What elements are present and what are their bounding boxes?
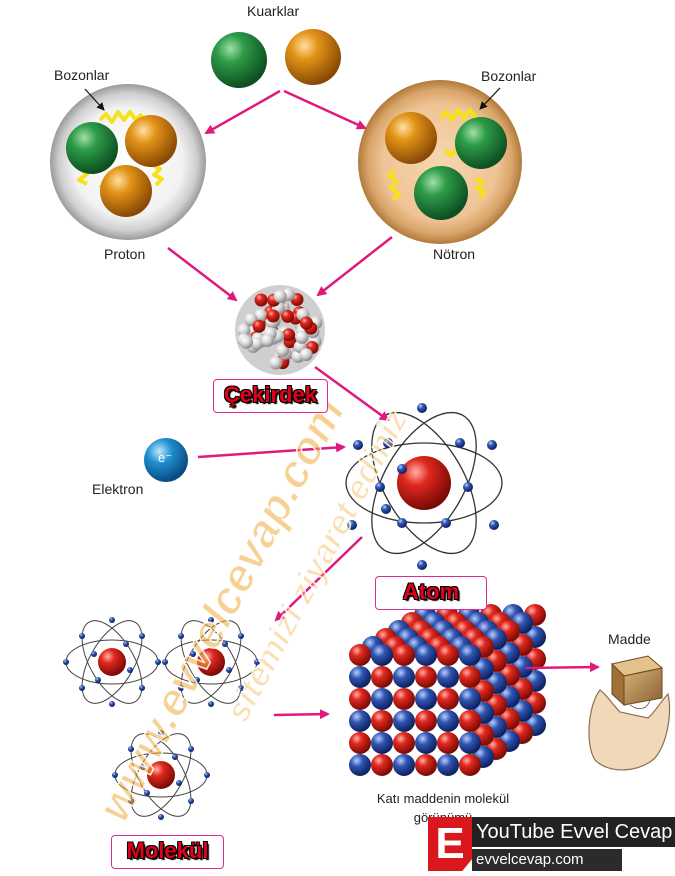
molecule-atom-bottom [111,723,211,827]
quark-pair [211,29,341,88]
brand-youtube-label: YouTube Evvel Cevap [472,817,675,847]
hand-with-box [588,655,671,771]
atom-model [345,403,503,570]
brand-badge: E YouTube Evvel Cevap evvelcevap.com [424,815,675,876]
quarks-label: Kuarklar [247,3,300,19]
green-quark [211,32,267,88]
solid-molecule-cube [349,604,546,776]
atom-tag: Atom [375,576,487,610]
electron-symbol: e⁻ [158,450,173,465]
bosons-left-label: Bozonlar [54,67,110,83]
molecule-atom-left [62,610,162,714]
matter-label: Madde [608,631,651,647]
nucleus-tag: Çekirdek [213,379,328,413]
neutron-particle [358,80,522,244]
orange-quark [285,29,341,85]
neutron-label: Nötron [433,246,476,262]
electron-particle [144,438,188,482]
proton-particle [50,84,206,240]
brand-logo: E [428,817,472,871]
molecule-tag: Molekül [111,835,224,869]
nucleus-cluster [235,285,325,375]
bosons-right-label: Bozonlar [481,68,537,84]
molecule-atom-right [161,610,261,714]
electron-label: Elektron [92,481,144,497]
proton-label: Proton [104,246,146,262]
boson-pointer-arrows [84,87,501,111]
brand-site-label: evvelcevap.com [472,849,622,871]
flow-arrows [167,89,600,720]
